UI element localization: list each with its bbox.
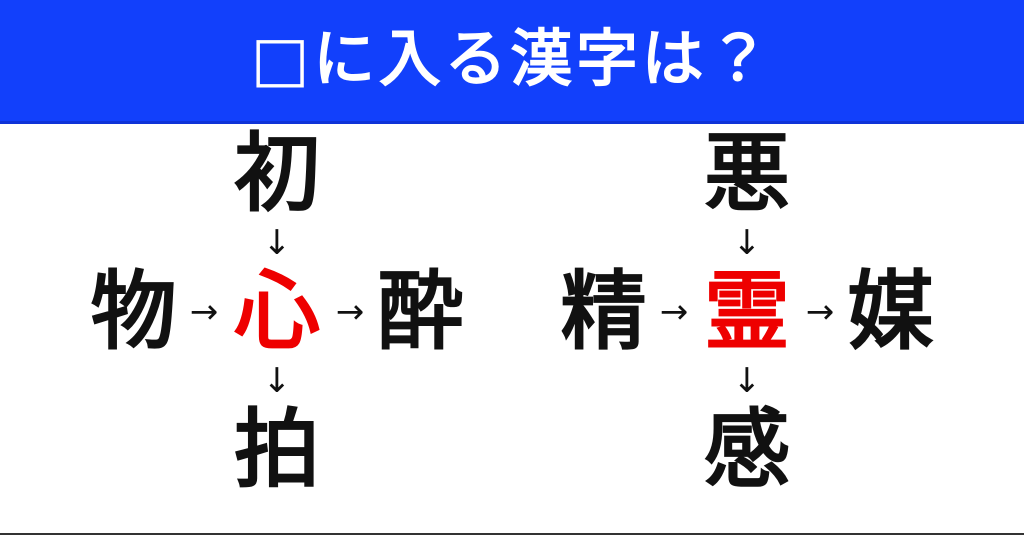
kanji-top: 悪 [704, 124, 790, 224]
kanji-cross-left: 初 ↓ 物 → 心 → 酔 ↓ 拍 [42, 124, 512, 524]
kanji-bottom: 感 [704, 400, 790, 500]
kanji-answer: 霊 [704, 262, 790, 362]
arrow-down-icon: ↓ [732, 361, 762, 401]
arrow-down-icon: ↓ [262, 361, 292, 401]
arrow-right-icon: → [659, 292, 689, 332]
bottom-divider [0, 533, 1024, 535]
kanji-answer: 心 [234, 262, 320, 362]
header-banner: □に入る漢字は？ [0, 0, 1024, 124]
page-title: □に入る漢字は？ [250, 21, 774, 95]
kanji-left: 物 [90, 262, 177, 362]
arrow-down-icon: ↓ [732, 223, 762, 263]
arrow-down-icon: ↓ [262, 223, 292, 263]
puzzle-right: 悪 ↓ 精 → 霊 → 媒 ↓ 感 [512, 124, 982, 524]
arrow-right-icon: → [335, 292, 365, 332]
kanji-bottom: 拍 [234, 400, 320, 500]
kanji-left: 精 [560, 262, 647, 362]
puzzle-left: 初 ↓ 物 → 心 → 酔 ↓ 拍 [42, 124, 512, 524]
kanji-right: 媒 [847, 262, 934, 362]
arrow-right-icon: → [189, 292, 219, 332]
kanji-right: 酔 [377, 262, 464, 362]
kanji-top: 初 [234, 124, 320, 224]
arrow-right-icon: → [805, 292, 835, 332]
puzzle-area: 初 ↓ 物 → 心 → 酔 ↓ 拍 悪 ↓ 精 → 霊 → 媒 ↓ [0, 124, 1024, 532]
kanji-cross-right: 悪 ↓ 精 → 霊 → 媒 ↓ 感 [512, 124, 982, 524]
